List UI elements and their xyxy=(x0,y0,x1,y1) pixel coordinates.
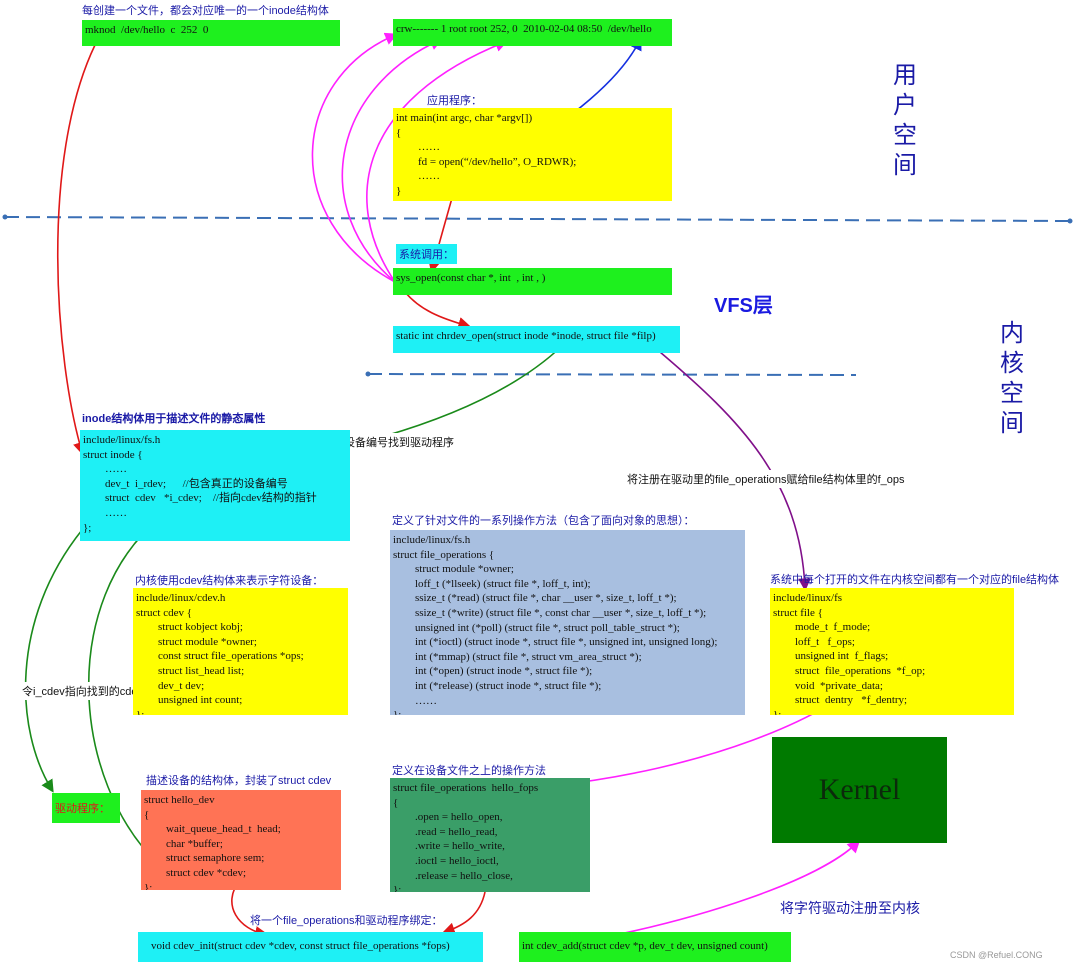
chrdev-open-box: static int chrdev_open(struct inode *ino… xyxy=(393,326,680,353)
user-kernel-divider xyxy=(2,214,1073,224)
arrow-inode-to-driver xyxy=(24,529,83,793)
mknod-box: mknod /dev/hello c 252 0 xyxy=(82,20,340,46)
arrow-mknod-to-inode xyxy=(56,44,96,456)
cdev-struct-box: include/linux/cdev.h struct cdev { struc… xyxy=(133,588,348,715)
mknod-caption: 每创建一个文件，都会对应唯一的一个inode结构体 xyxy=(82,5,329,17)
watermark: CSDN @Refuel.CONG xyxy=(950,950,1043,960)
arrow-hellofops-to-cdevinit xyxy=(441,891,486,935)
sys-open-box: sys_open(const char *, int , int , ) xyxy=(393,268,672,295)
cdev-add-box: int cdev_add(struct cdev *p, dev_t dev, … xyxy=(519,932,791,962)
app-caption: 应用程序： xyxy=(427,95,482,107)
user-space-label: 用户空间 xyxy=(893,61,917,179)
icdev-label: 令i_cdev指向找到的cdev xyxy=(20,682,146,700)
kernel-box: Kernel xyxy=(772,737,947,843)
ls-output-box: crw------- 1 root root 252, 0 2010-02-04… xyxy=(393,19,672,46)
hello-fops-box: struct file_operations hello_fops { .ope… xyxy=(390,778,590,892)
register-caption: 将字符驱动注册至内核 xyxy=(780,900,920,916)
syscall-caption: 系统调用： xyxy=(396,244,457,264)
vfs-divider xyxy=(365,371,857,377)
assign-fops-label: 将注册在驱动里的file_operations赋给file结构体里的f_ops xyxy=(625,470,907,488)
cdev-caption: 内核使用cdev结构体来表示字符设备： xyxy=(135,575,324,587)
hello-dev-caption: 描述设备的结构体，封装了struct cdev xyxy=(146,775,332,787)
cdev-init-box: void cdev_init(struct cdev *cdev, const … xyxy=(138,932,483,962)
hello-dev-box: struct hello_dev { wait_queue_head_t hea… xyxy=(141,790,341,890)
driver-label: 驱动程序： xyxy=(52,793,120,823)
fops-caption: 定义了针对文件的一系列操作方法（包含了面向对象的思想）： xyxy=(392,515,695,527)
kernel-space-label: 内核空间 xyxy=(1000,319,1024,437)
fops-struct-box: include/linux/fs.h struct file_operation… xyxy=(390,530,745,715)
app-code-box: int main(int argc, char *argv[]) { …… fd… xyxy=(393,108,672,201)
file-struct-box: include/linux/fs struct file { mode_t f_… xyxy=(770,588,1014,715)
bind-caption: 将一个file_operations和驱动程序绑定： xyxy=(250,915,443,927)
arrow-sysopen-to-chrdev xyxy=(404,291,472,330)
inode-struct-box: include/linux/fs.h struct inode { …… dev… xyxy=(80,430,350,541)
arrow-cdevadd-to-kernel xyxy=(579,839,861,943)
find-driver-label: 通过设备编号找到驱动程序 xyxy=(320,433,456,451)
arrow-sysopen-to-ls-1 xyxy=(311,32,398,283)
hello-fops-caption: 定义在设备文件之上的操作方法 xyxy=(392,765,546,777)
inode-caption: inode结构体用于描述文件的静态属性 xyxy=(82,413,266,425)
file-caption: 系统中每个打开的文件在内核空间都有一个对应的file结构体 xyxy=(770,574,1060,586)
vfs-title: VFS层 xyxy=(714,295,773,317)
